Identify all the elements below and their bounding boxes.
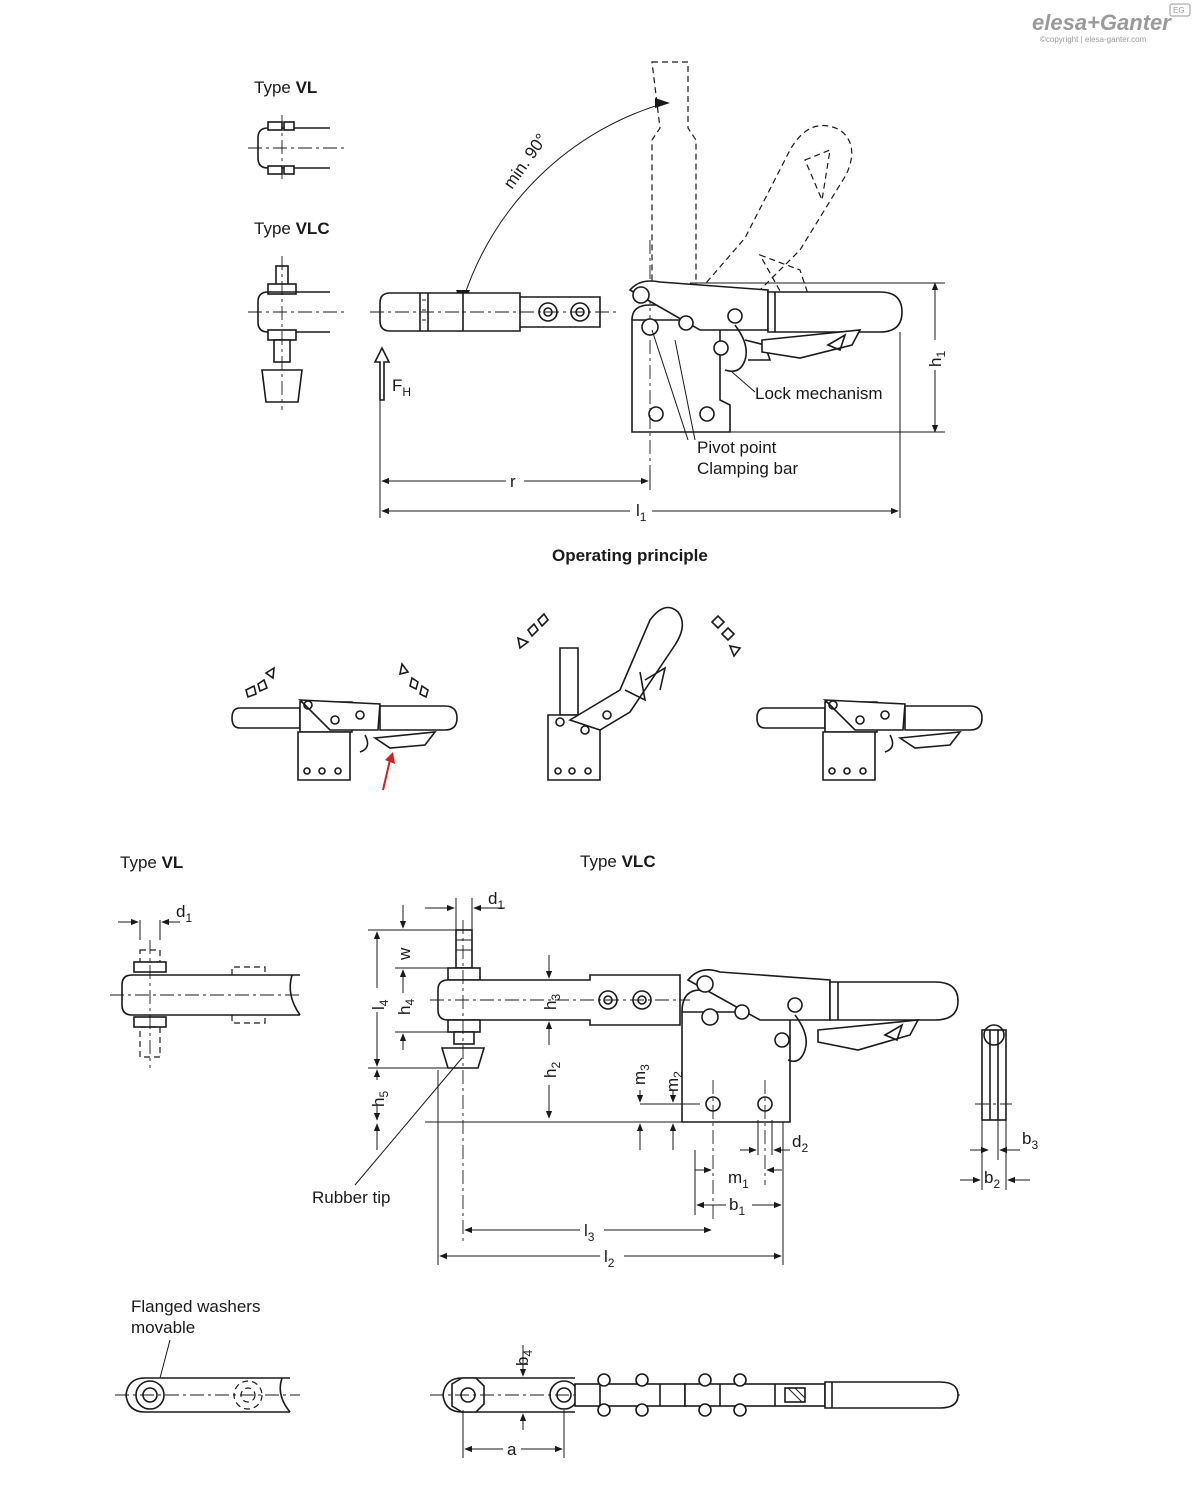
brand-logo: elesa+Ganter EG ©copyright | elesa-gante…: [1032, 3, 1191, 44]
flanged-movable-label: movable: [131, 1318, 195, 1337]
rubber-tip-label: Rubber tip: [312, 1188, 390, 1207]
h2-label: h2: [541, 1062, 563, 1078]
bottom-type-vlc-label: Type VLC: [580, 852, 656, 871]
bottom-type-vl-label: Type VL: [120, 853, 183, 872]
release-arrow: [382, 759, 391, 791]
bottom-dimensions: d1 w l4 h4 h3 h2 h5 m3 m2: [312, 889, 1038, 1270]
top-type-vl-label: Type VL: [254, 78, 317, 97]
handle-open-ghost: [698, 124, 853, 291]
brand-name: elesa+Ganter: [1032, 10, 1172, 35]
b1-label: b1: [729, 1195, 745, 1218]
r-label: r: [510, 472, 516, 491]
lock-lever: [761, 329, 862, 359]
brand-badge: EG: [1173, 6, 1185, 15]
pivot-point-label: Pivot point: [697, 438, 777, 457]
clamping-arm-open-ghost: [651, 61, 697, 291]
b4-label: b4: [513, 1350, 535, 1366]
top-type-vlc-label: Type VLC: [254, 219, 330, 238]
top-view-vlc: b4 a: [430, 1345, 960, 1460]
w-label: w: [395, 947, 414, 961]
b2-label: b2: [984, 1168, 1000, 1191]
l4-label: l4: [369, 999, 391, 1010]
h1-label: h1: [926, 351, 948, 367]
operating-state-closed: [231, 662, 458, 791]
a-label: a: [507, 1440, 517, 1459]
d1-label: d1: [488, 889, 504, 912]
top-vl-detail: [248, 115, 345, 182]
l1-label: l1: [636, 501, 647, 524]
d2-label: d2: [792, 1132, 808, 1155]
flanged-washers-label: Flanged washers: [131, 1297, 260, 1316]
flanged-washer-view: Flanged washers movable: [115, 1297, 300, 1413]
handle-grip: [767, 291, 903, 333]
b3-label: b3: [1022, 1129, 1038, 1152]
bottom-vlc-clamp: [430, 920, 1012, 1245]
clamping-bar-label: Clamping bar: [697, 459, 798, 478]
angle-arc: [462, 102, 666, 301]
h3-label: h3: [541, 994, 563, 1010]
h4-label: h4: [395, 999, 417, 1015]
vl-d1-label: d1: [176, 902, 192, 925]
m3-label: m3: [630, 1064, 652, 1085]
force-arrow: [373, 346, 391, 401]
clamp-base: [631, 319, 731, 433]
m1-label: m1: [728, 1168, 749, 1191]
operating-state-open: [516, 606, 742, 781]
operating-state-locked: [756, 699, 983, 781]
top-vlc-detail: [248, 256, 345, 410]
m2-label: m2: [663, 1071, 685, 1092]
copyright-text: ©copyright | elesa-ganter.com: [1040, 35, 1147, 44]
top-type-labels: Type VL Type VLC: [254, 78, 330, 238]
force-label: FH: [392, 376, 411, 399]
operating-principle-title: Operating principle: [552, 546, 708, 565]
lock-mechanism-label: Lock mechanism: [755, 384, 883, 403]
angle-label: min. 90°: [500, 130, 551, 192]
h5-label: h5: [369, 1091, 391, 1107]
l2-label: l2: [604, 1247, 615, 1270]
top-main-clamp: min. 90° h1: [370, 61, 948, 524]
bottom-vl-detail: d1: [110, 902, 301, 1068]
l3-label: l3: [584, 1221, 595, 1244]
